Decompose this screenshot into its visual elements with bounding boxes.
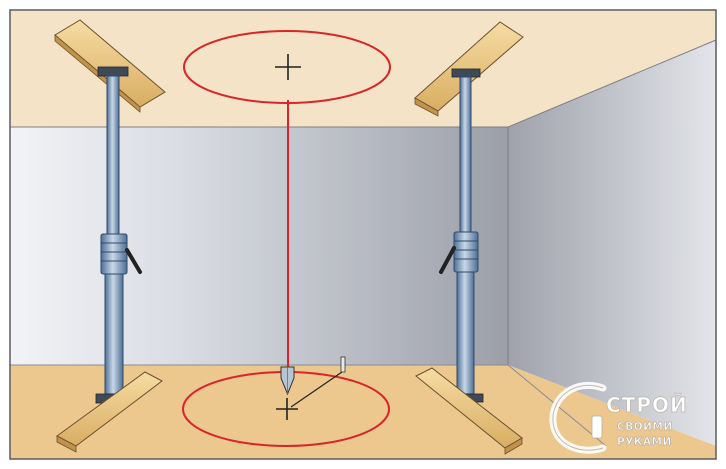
left-prop-coupling [100, 233, 128, 275]
pointer-stick [290, 356, 346, 408]
right-prop-handle [439, 246, 456, 274]
plumb-bob [280, 366, 295, 396]
back-wall [10, 127, 508, 365]
watermark-line2: СВОИМИ [617, 421, 673, 433]
floor-corner [508, 365, 716, 459]
ceiling-side-edge [507, 39, 717, 128]
right-prop [414, 21, 524, 455]
watermark-line3: РУКАМИ [617, 436, 672, 448]
watermark-line1: СТРОЙ [606, 393, 688, 417]
thumb-icon [591, 415, 603, 439]
left-prop [54, 19, 166, 453]
right-prop-coupling [453, 231, 479, 273]
watermark-logo: СТРОЙ СВОИМИ РУКАМИ [549, 381, 688, 454]
left-prop-handle [125, 248, 142, 274]
outer-frame [9, 9, 717, 460]
side-wall [508, 40, 716, 446]
